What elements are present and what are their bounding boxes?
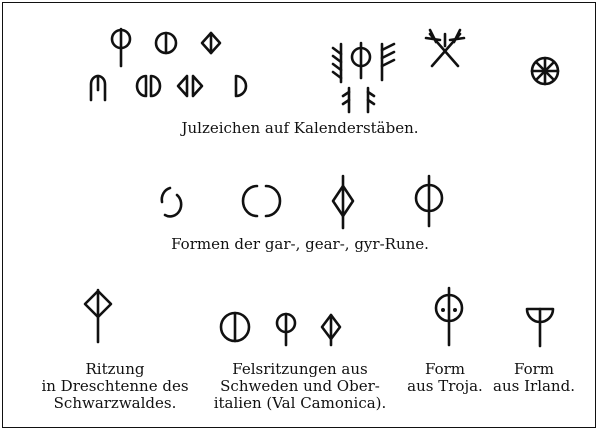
rune-circle-stem-symbol bbox=[414, 174, 444, 228]
caption-ritzung-line: in Dreschtenne des bbox=[41, 377, 189, 395]
rune-forms bbox=[160, 174, 444, 230]
yule-circle-stem-symbol bbox=[110, 27, 132, 68]
caption-fels-line: italien (Val Camonica). bbox=[213, 394, 387, 412]
yule-half-circle-symbol bbox=[234, 74, 248, 98]
caption-troja: Form aus Troja. bbox=[405, 361, 485, 395]
yule-double-arc-stem-symbol bbox=[89, 74, 107, 102]
caption-fels: Felsritzungen aus Schweden und Ober- ita… bbox=[200, 361, 400, 412]
fels-symbols bbox=[219, 311, 342, 347]
kalender-symbols bbox=[89, 27, 560, 114]
yule-split-diamond-symbol bbox=[176, 74, 204, 98]
ritzung-symbol bbox=[83, 288, 113, 344]
caption-ritzung-line: Schwarzwaldes. bbox=[53, 394, 177, 412]
rune-spiral-arc-symbol bbox=[160, 186, 183, 218]
yule-branch-right-symbol bbox=[380, 42, 396, 82]
yule-sun-wheel-symbol bbox=[530, 56, 560, 86]
rune-diamond-stem-symbol bbox=[331, 174, 355, 230]
fels-diamond-stem-symbol bbox=[320, 313, 342, 347]
yule-split-circle-symbol bbox=[135, 74, 162, 98]
yule-tree-cross-symbol bbox=[424, 28, 466, 68]
caption-irland-line: aus Irland. bbox=[493, 377, 575, 395]
fels-circle-bar-symbol bbox=[219, 311, 251, 343]
yule-double-post-symbol bbox=[341, 86, 376, 114]
yule-branch-left-symbol bbox=[331, 42, 343, 84]
figure-plate bbox=[2, 2, 596, 428]
caption-fels-line: Schweden und Ober- bbox=[220, 377, 380, 395]
fels-circle-stem-symbol bbox=[275, 312, 297, 347]
irland-symbol bbox=[525, 307, 555, 348]
caption-ritzung: Ritzung in Dreschtenne des Schwarzwaldes… bbox=[40, 361, 190, 412]
yule-circle-stem-tall-symbol bbox=[350, 41, 372, 80]
caption-troja-line: aus Troja. bbox=[407, 377, 483, 395]
yule-diamond-symbol bbox=[200, 31, 222, 55]
rune-open-circle-symbol bbox=[241, 184, 282, 218]
troja-symbol bbox=[434, 286, 464, 347]
caption-irland-line: Form bbox=[513, 360, 554, 378]
caption-ritzung-line: Ritzung bbox=[85, 360, 145, 378]
caption-troja-line: Form bbox=[424, 360, 465, 378]
caption-fels-line: Felsritzungen aus bbox=[232, 360, 368, 378]
caption-kalender: Julzeichen auf Kalenderstäben. bbox=[181, 119, 419, 137]
caption-irland: Form aus Irland. bbox=[492, 361, 576, 395]
yule-circle-bar-symbol bbox=[154, 31, 178, 55]
caption-rune: Formen der gar-, gear-, gyr-Rune. bbox=[171, 235, 429, 253]
